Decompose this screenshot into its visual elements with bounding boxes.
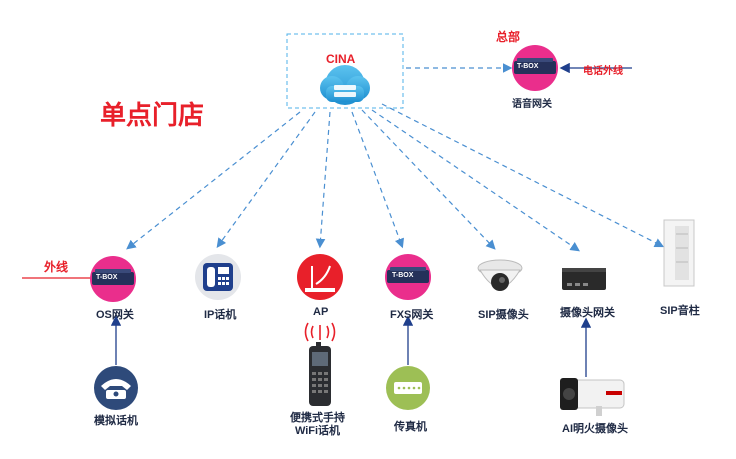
cloud-links — [126, 63, 665, 252]
ip-phone-icon — [195, 254, 241, 300]
wifi-signal-icon — [304, 322, 336, 342]
camera-gateway-icon — [562, 268, 606, 290]
os-gateway-icon — [90, 256, 136, 302]
fxs-gateway-icon — [385, 254, 431, 300]
cloud-icon — [320, 65, 370, 105]
analog-phone-label: 模拟话机 — [94, 415, 138, 427]
sip-speaker-label: SIP音柱 — [660, 305, 700, 317]
hq-gateway-icon — [512, 45, 558, 91]
wifi-handset-icon — [309, 342, 331, 406]
os-gateway-label: OS网关 — [96, 309, 134, 321]
sip-speaker-icon — [663, 219, 695, 287]
peripheral-links — [110, 315, 592, 377]
ip-phone-label: IP话机 — [204, 309, 237, 321]
hq-line-label: 电话外线 — [583, 66, 623, 77]
fax-label: 传真机 — [394, 421, 427, 433]
analog-phone-icon — [94, 366, 138, 410]
ap-label: AP — [313, 306, 329, 318]
fxs-tbox-label: T-BOX — [392, 272, 414, 279]
fxs-gateway-label: FXS网关 — [390, 309, 434, 321]
sip-camera-icon — [477, 259, 523, 291]
ai-camera-label: AI明火摄像头 — [562, 423, 628, 435]
camera-gateway-label: 摄像头网关 — [560, 307, 615, 319]
ai-camera-icon — [560, 378, 625, 416]
wifi-handset-label: 便携式手持 WiFi话机 — [290, 412, 345, 437]
outside-line-label: 外线 — [44, 260, 69, 274]
cloud-label: CINA — [326, 52, 356, 66]
sip-camera-label: SIP摄像头 — [478, 309, 529, 321]
hq-tbox-label: T-BOX — [517, 63, 539, 70]
ap-icon — [297, 254, 343, 300]
cloud-frame — [286, 33, 404, 109]
page-title: 单点门店 — [100, 101, 205, 131]
os-tbox-label: T-BOX — [96, 274, 118, 281]
hq-label: 总部 — [496, 30, 521, 44]
fax-icon — [386, 366, 430, 410]
hq-device-label: 语音网关 — [512, 99, 552, 110]
